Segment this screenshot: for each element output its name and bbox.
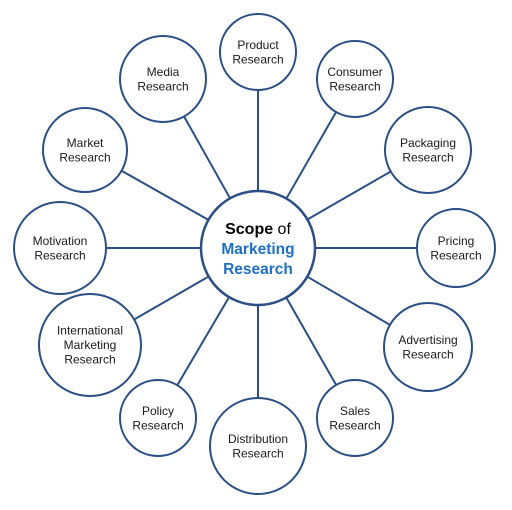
node-label-product-line1: Product (237, 38, 279, 52)
node-label-media-line1: Media (147, 65, 180, 79)
connector-international (133, 275, 210, 321)
connector-advertising (306, 275, 391, 326)
center-circle (199, 189, 317, 307)
center-title-line2: Marketing (221, 241, 294, 258)
node-circle-motivation (13, 201, 107, 295)
connector-sales (285, 297, 338, 386)
node-circle-policy (119, 379, 197, 457)
node-label-pricing-line1: Pricing (438, 234, 475, 248)
connector-consumer (285, 111, 337, 200)
node-label-packaging-line2: Research (402, 150, 453, 164)
connector-media (183, 115, 231, 199)
node-label-advertising-line1: Advertising (398, 333, 457, 347)
node-label-consumer-line2: Research (329, 79, 380, 93)
node-label-motivation-line1: Motivation (33, 234, 88, 248)
outer-nodes: ProductResearchConsumerResearchPackaging… (13, 13, 496, 495)
center-scope-word: Scope (225, 221, 273, 238)
node-circle-consumer (316, 40, 394, 118)
node-circle-international (38, 293, 142, 397)
node-circle-distribution (209, 397, 307, 495)
node-label-distribution-line1: Distribution (228, 432, 288, 446)
node-circle-pricing (416, 208, 496, 288)
node-label-pricing-line2: Research (430, 248, 481, 262)
node-label-international-line2: Marketing (64, 338, 117, 352)
node-label-consumer-line1: Consumer (327, 65, 382, 79)
node-circle-product (219, 13, 297, 91)
connector-market (121, 169, 209, 221)
node-label-sales-line1: Sales (340, 404, 370, 418)
node-circle-advertising (383, 302, 473, 392)
node-circle-media (119, 35, 207, 123)
node-label-policy-line1: Policy (142, 404, 174, 418)
node-circle-sales (316, 379, 394, 457)
node-circle-market (42, 107, 128, 193)
node-label-product-line2: Research (232, 52, 283, 66)
node-label-packaging-line1: Packaging (400, 136, 456, 150)
node-label-motivation-line2: Research (34, 248, 85, 262)
node-label-media-line2: Research (137, 79, 188, 93)
node-label-market-line1: Market (67, 136, 104, 150)
center-title-line3: Research (223, 261, 293, 278)
node-label-international-line3: Research (64, 353, 115, 367)
node-label-international-line1: International (57, 324, 123, 338)
node-label-policy-line2: Research (132, 418, 183, 432)
center-node: Scope of Marketing Research (199, 189, 317, 307)
connector-lines (106, 90, 417, 398)
node-label-sales-line2: Research (329, 418, 380, 432)
node-label-advertising-line2: Research (402, 347, 453, 361)
node-label-distribution-line2: Research (232, 446, 283, 460)
center-of-word: of (273, 221, 291, 238)
node-label-market-line2: Research (59, 150, 110, 164)
connector-packaging (306, 170, 392, 221)
connector-policy (176, 296, 230, 386)
node-circle-packaging (384, 106, 472, 194)
center-title-line1: Scope of (225, 221, 291, 238)
